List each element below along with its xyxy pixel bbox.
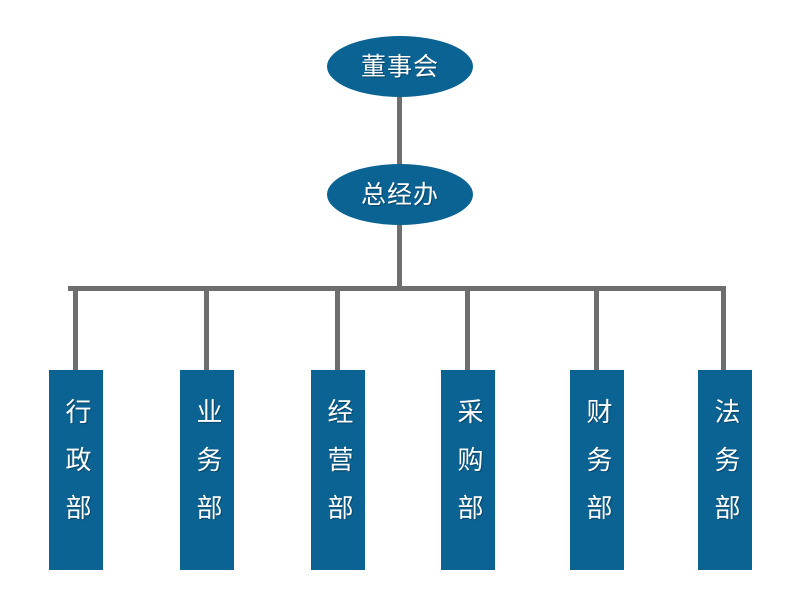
connector-drop-admin	[73, 286, 78, 371]
node-board-of-directors-label: 董事会	[360, 52, 439, 81]
connector-drop-biz	[204, 286, 209, 371]
connector-horizontal-bus	[68, 286, 726, 291]
node-general-manager-office[interactable]: 总经办	[327, 164, 473, 225]
connector-drop-finance	[594, 286, 599, 371]
node-department-operations[interactable]: 经营部	[311, 370, 365, 570]
node-general-manager-office-label: 总经办	[360, 180, 439, 209]
node-department-operations-label: 经营部	[323, 398, 353, 542]
node-department-procurement-label: 采购部	[453, 398, 483, 542]
connector-drop-buy	[465, 286, 470, 371]
connector-drop-ops	[335, 286, 340, 371]
node-department-legal-label: 法务部	[710, 398, 740, 542]
node-department-finance-label: 财务部	[582, 398, 612, 542]
node-department-admin[interactable]: 行政部	[49, 370, 103, 570]
node-department-legal[interactable]: 法务部	[698, 370, 752, 570]
node-department-business[interactable]: 业务部	[180, 370, 234, 570]
node-department-admin-label: 行政部	[61, 398, 91, 542]
node-board-of-directors[interactable]: 董事会	[327, 36, 473, 97]
connector-gm-to-bus	[397, 223, 402, 291]
node-department-business-label: 业务部	[192, 398, 222, 542]
node-department-procurement[interactable]: 采购部	[441, 370, 495, 570]
node-department-finance[interactable]: 财务部	[570, 370, 624, 570]
connector-board-to-gm	[397, 95, 402, 167]
connector-drop-legal	[721, 286, 726, 371]
